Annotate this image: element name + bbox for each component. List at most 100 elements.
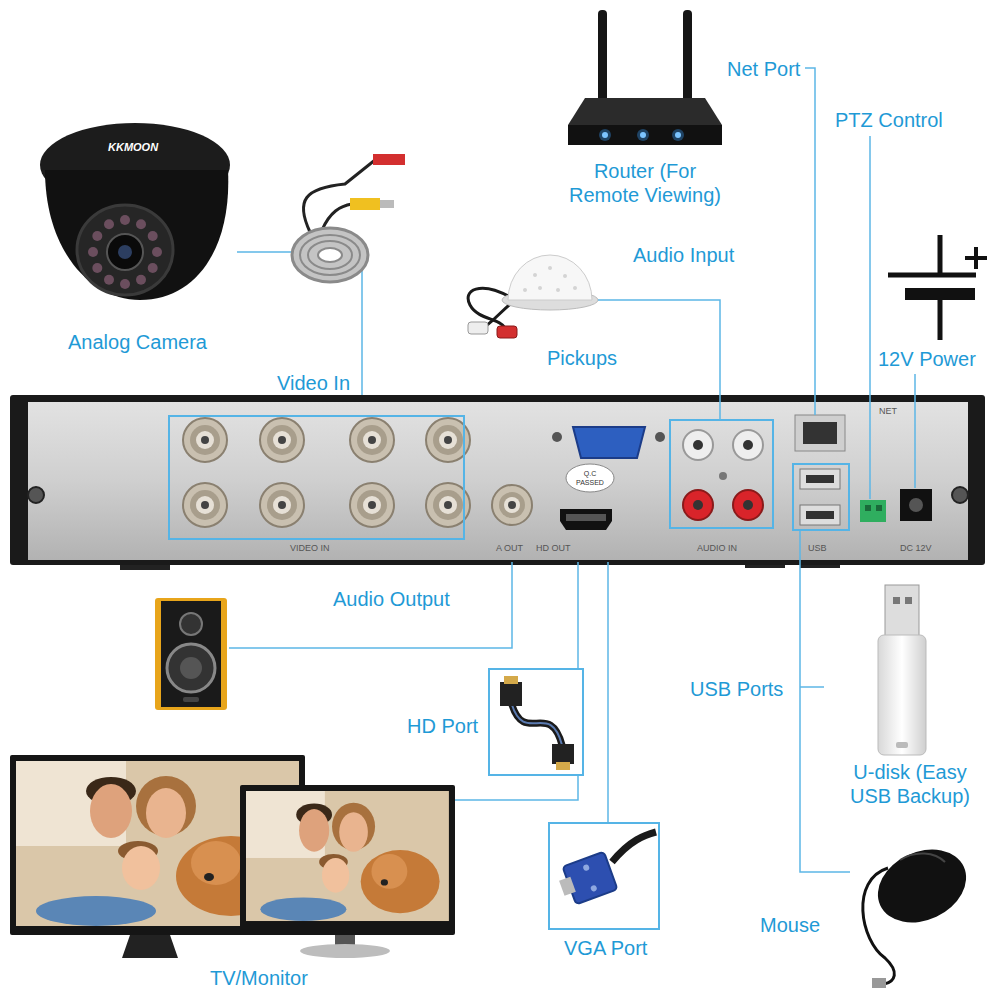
panel-label: NET	[879, 406, 897, 417]
leader-line	[800, 686, 824, 688]
bnc-connectors	[260, 483, 304, 527]
bnc-connectors	[183, 418, 532, 527]
vga-cable	[559, 877, 576, 896]
bnc-connectors	[201, 501, 209, 509]
bnc-connectors	[260, 418, 304, 462]
network-usb-power-ports	[800, 505, 840, 525]
camera-cable	[318, 248, 342, 262]
leader-line	[577, 562, 579, 668]
bnc-connectors	[350, 418, 394, 462]
device-caption: Audio Input	[633, 243, 734, 267]
hdmi-cable	[504, 676, 518, 684]
mouse-illustration	[872, 978, 886, 988]
usb-stick-illustration	[878, 635, 926, 755]
bnc-connectors	[350, 483, 394, 527]
bnc-connectors	[267, 425, 297, 455]
camera-illustration	[77, 205, 173, 295]
network-usb-power-ports	[900, 489, 932, 521]
vga-hdmi-ports	[566, 464, 614, 492]
router-illustration	[675, 132, 681, 138]
bnc-connectors	[196, 496, 214, 514]
bnc-connectors	[439, 496, 457, 514]
bnc-connectors	[368, 436, 376, 444]
bnc-connectors	[183, 418, 227, 462]
bnc-connectors	[278, 501, 286, 509]
network-usb-power-ports	[795, 415, 932, 525]
rca-audio-jacks	[743, 440, 753, 450]
speaker-illustration	[180, 613, 202, 635]
bnc-connectors	[499, 492, 525, 518]
vga-cable	[582, 864, 590, 872]
rca-audio-jacks	[719, 472, 727, 480]
bnc-connectors	[357, 425, 387, 455]
leader-line	[607, 562, 609, 822]
bnc-connectors	[363, 431, 381, 449]
router-illustration	[683, 10, 692, 108]
bnc-connectors	[492, 485, 532, 525]
camera-illustration	[104, 275, 114, 285]
camera-cable	[373, 154, 405, 165]
power-symbol	[974, 247, 978, 269]
bnc-connectors	[183, 418, 227, 462]
dvr-back-panel	[10, 395, 985, 565]
bnc-connectors	[273, 431, 291, 449]
device-caption: Mouse	[760, 913, 820, 937]
vga-cable	[555, 852, 618, 907]
camera-illustration	[152, 247, 162, 257]
bnc-connectors	[190, 490, 220, 520]
camera-illustration	[120, 215, 130, 225]
bnc-connectors	[260, 483, 304, 527]
device-caption: Analog Camera	[40, 330, 235, 354]
router-illustration	[568, 125, 722, 145]
power-symbol	[888, 235, 987, 340]
camera-illustration	[136, 219, 146, 229]
bnc-connectors	[368, 501, 376, 509]
pickup-illustration	[556, 288, 560, 292]
camera-illustration	[107, 234, 143, 270]
camera-illustration	[148, 263, 158, 273]
port-highlight	[670, 420, 773, 528]
power-symbol	[938, 235, 943, 275]
qc-sticker: Q.C PASSED	[573, 469, 607, 487]
leader-line	[869, 136, 871, 499]
power-symbol	[905, 288, 975, 300]
rca-audio-jacks	[683, 490, 713, 520]
speaker-illustration	[183, 697, 199, 702]
usb-stick-illustration	[885, 585, 919, 640]
leader-line	[800, 531, 850, 872]
leader-line	[229, 562, 512, 648]
port-heading: HD Port	[407, 714, 478, 738]
bnc-connectors	[273, 496, 291, 514]
bnc-connectors	[201, 436, 209, 444]
video-in-box: Video In	[168, 415, 465, 540]
speaker-illustration	[167, 644, 215, 692]
device-caption: 12V Power	[878, 347, 976, 371]
leader-line	[805, 68, 815, 415]
bnc-connectors	[439, 431, 457, 449]
speaker-illustration	[180, 657, 202, 679]
mouse-illustration	[863, 836, 978, 988]
usb-stick-illustration	[893, 597, 900, 604]
port-callout: Audio Output	[333, 587, 450, 611]
speaker-illustration	[161, 601, 221, 707]
monitor-illustration	[240, 785, 455, 935]
usb-stick-illustration	[896, 742, 908, 748]
camera-cable	[350, 198, 380, 210]
camera-cable	[292, 228, 368, 282]
network-usb-power-ports	[800, 469, 840, 489]
vga-hdmi-ports	[552, 432, 562, 442]
bnc-connectors	[433, 425, 463, 455]
power-symbol	[888, 273, 976, 278]
pickup-illustration	[563, 274, 567, 278]
bnc-connectors	[350, 418, 394, 462]
bnc-connectors	[433, 490, 463, 520]
rca-audio-jacks	[733, 430, 763, 460]
bnc-connectors	[183, 483, 227, 527]
network-usb-power-ports	[909, 498, 923, 512]
vga-cable	[555, 832, 656, 907]
pickup-illustration	[468, 255, 598, 338]
camera-cable	[292, 154, 405, 282]
pickup-illustration	[538, 286, 542, 290]
pickup-illustration	[548, 266, 552, 270]
